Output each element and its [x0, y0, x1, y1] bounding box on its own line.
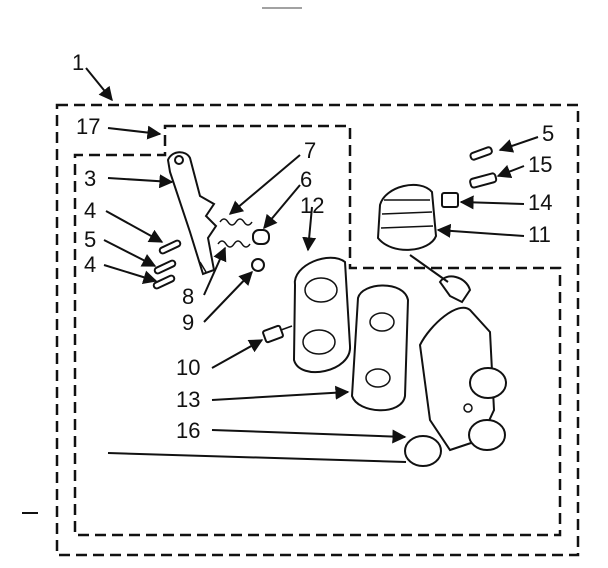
callout-13: 13 — [176, 387, 200, 412]
fastener-parts — [441, 146, 498, 208]
callout-9: 9 — [182, 310, 194, 335]
gasket-part — [292, 256, 352, 374]
callout-6: 6 — [300, 167, 312, 192]
callout-4-upper: 4 — [84, 198, 96, 223]
lever-part — [166, 151, 218, 276]
callout-4-lower: 4 — [84, 252, 96, 277]
solenoid-part — [376, 183, 438, 251]
spring-parts — [217, 218, 270, 272]
callout-1: 1 — [72, 50, 84, 75]
valve-body-part — [404, 275, 507, 467]
callout-5-left: 5 — [84, 227, 96, 252]
subassembly-outline — [73, 124, 562, 537]
callout-11: 11 — [528, 222, 551, 247]
callout-15: 15 — [528, 152, 552, 177]
callout-17: 17 — [76, 114, 100, 139]
callout-12: 12 — [300, 193, 324, 218]
callout-14: 14 — [528, 190, 552, 215]
pin-parts — [152, 239, 182, 290]
callout-7: 7 — [304, 138, 316, 163]
screw-part — [262, 324, 293, 344]
callout-16: 16 — [176, 418, 200, 443]
assembly-outline — [55, 103, 580, 557]
callout-labels: 1 17 3 4 5 4 7 6 12 8 9 10 13 16 5 15 14… — [72, 50, 554, 443]
plate-part — [350, 284, 410, 412]
callout-8: 8 — [182, 284, 194, 309]
callout-3: 3 — [84, 166, 96, 191]
leader-lines — [85, 67, 539, 463]
callout-5-right: 5 — [542, 121, 554, 146]
callout-10: 10 — [176, 355, 200, 380]
